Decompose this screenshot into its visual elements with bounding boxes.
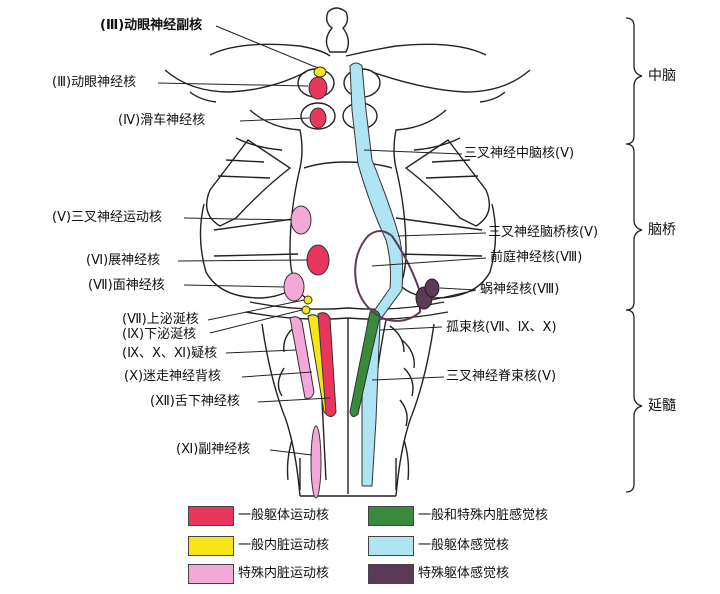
nuclei bbox=[283, 62, 440, 499]
label-oculomotor: (Ⅲ)动眼神经核 bbox=[52, 75, 137, 90]
region-pons: 脑桥 bbox=[648, 222, 676, 238]
legend-label: 一般躯体感觉核 bbox=[418, 538, 510, 553]
label-abducens: (Ⅵ)展神经核 bbox=[86, 253, 161, 268]
inferior-salivatory-nucleus bbox=[301, 305, 311, 315]
legend-label: 一般内脏运动核 bbox=[238, 538, 330, 553]
region-brackets bbox=[625, 17, 643, 493]
label-dorsal-vagal: (Ⅹ)迷走神经背核 bbox=[124, 369, 222, 384]
edinger-westphal-nucleus bbox=[313, 66, 327, 78]
accessory-nucleus bbox=[310, 425, 322, 499]
legend-swatch bbox=[368, 506, 414, 526]
legend-swatch bbox=[368, 564, 414, 584]
label-trigeminal-motor: (Ⅴ)三叉神经运动核 bbox=[52, 210, 163, 225]
label-ambiguus: (Ⅸ、Ⅹ、Ⅺ)疑核 bbox=[122, 346, 218, 361]
label-trigeminal-spinal: 三叉神经脊束核(Ⅴ) bbox=[446, 369, 557, 384]
label-hypoglossal: (Ⅻ)舌下神经核 bbox=[150, 394, 240, 409]
label-accessory: (Ⅺ)副神经核 bbox=[176, 442, 251, 457]
label-inferior-salivatory: (Ⅸ)下泌涎核 bbox=[122, 327, 197, 342]
label-vestibular: 前庭神经核(Ⅷ) bbox=[490, 250, 583, 265]
label-solitary: 孤束核(Ⅶ、Ⅸ、Ⅹ) bbox=[446, 320, 557, 335]
label-trochlear: (Ⅳ)滑车神经核 bbox=[118, 113, 206, 128]
label-superior-salivatory: (Ⅶ)上泌涎核 bbox=[122, 312, 199, 327]
facial-nucleus bbox=[283, 272, 305, 302]
leader-lines bbox=[157, 25, 487, 456]
label-trigeminal-pontine: 三叉神经脑桥核(Ⅴ) bbox=[488, 225, 599, 240]
region-midbrain: 中脑 bbox=[648, 68, 676, 84]
legend-label: 特殊内脏运动核 bbox=[238, 566, 330, 581]
oculomotor-nucleus bbox=[308, 76, 328, 100]
label-cochlear: 蜗神经核(Ⅷ) bbox=[480, 282, 560, 297]
cochlear-nucleus-b bbox=[424, 278, 440, 298]
legend-label: 一般躯体运动核 bbox=[238, 508, 330, 523]
label-facial: (Ⅶ)面神经核 bbox=[88, 278, 165, 293]
region-medulla: 延髓 bbox=[648, 398, 676, 414]
ambiguus-nucleus bbox=[289, 316, 315, 399]
legend-swatch bbox=[188, 564, 234, 584]
label-edinger-westphal: (Ⅲ)动眼神经副核 bbox=[100, 18, 203, 33]
abducens-nucleus bbox=[306, 244, 330, 276]
legend-swatch bbox=[188, 506, 234, 526]
legend-swatch bbox=[188, 536, 234, 556]
hypoglossal-nucleus bbox=[317, 312, 337, 418]
label-trigeminal-mesencephalic: 三叉神经中脑核(Ⅴ) bbox=[464, 146, 575, 161]
trochlear-nucleus bbox=[309, 107, 327, 129]
solitary-nucleus bbox=[349, 310, 381, 418]
legend-swatch bbox=[368, 536, 414, 556]
trigeminal-sensory-column bbox=[349, 62, 404, 487]
superior-salivatory-nucleus bbox=[303, 295, 313, 305]
legend-label: 一般和特殊内脏感觉核 bbox=[418, 508, 549, 523]
legend-label: 特殊躯体感觉核 bbox=[418, 566, 510, 581]
brainstem-outline bbox=[164, 7, 531, 497]
vestibular-nuclei bbox=[354, 230, 421, 322]
trigeminal-motor-nucleus bbox=[290, 205, 312, 235]
